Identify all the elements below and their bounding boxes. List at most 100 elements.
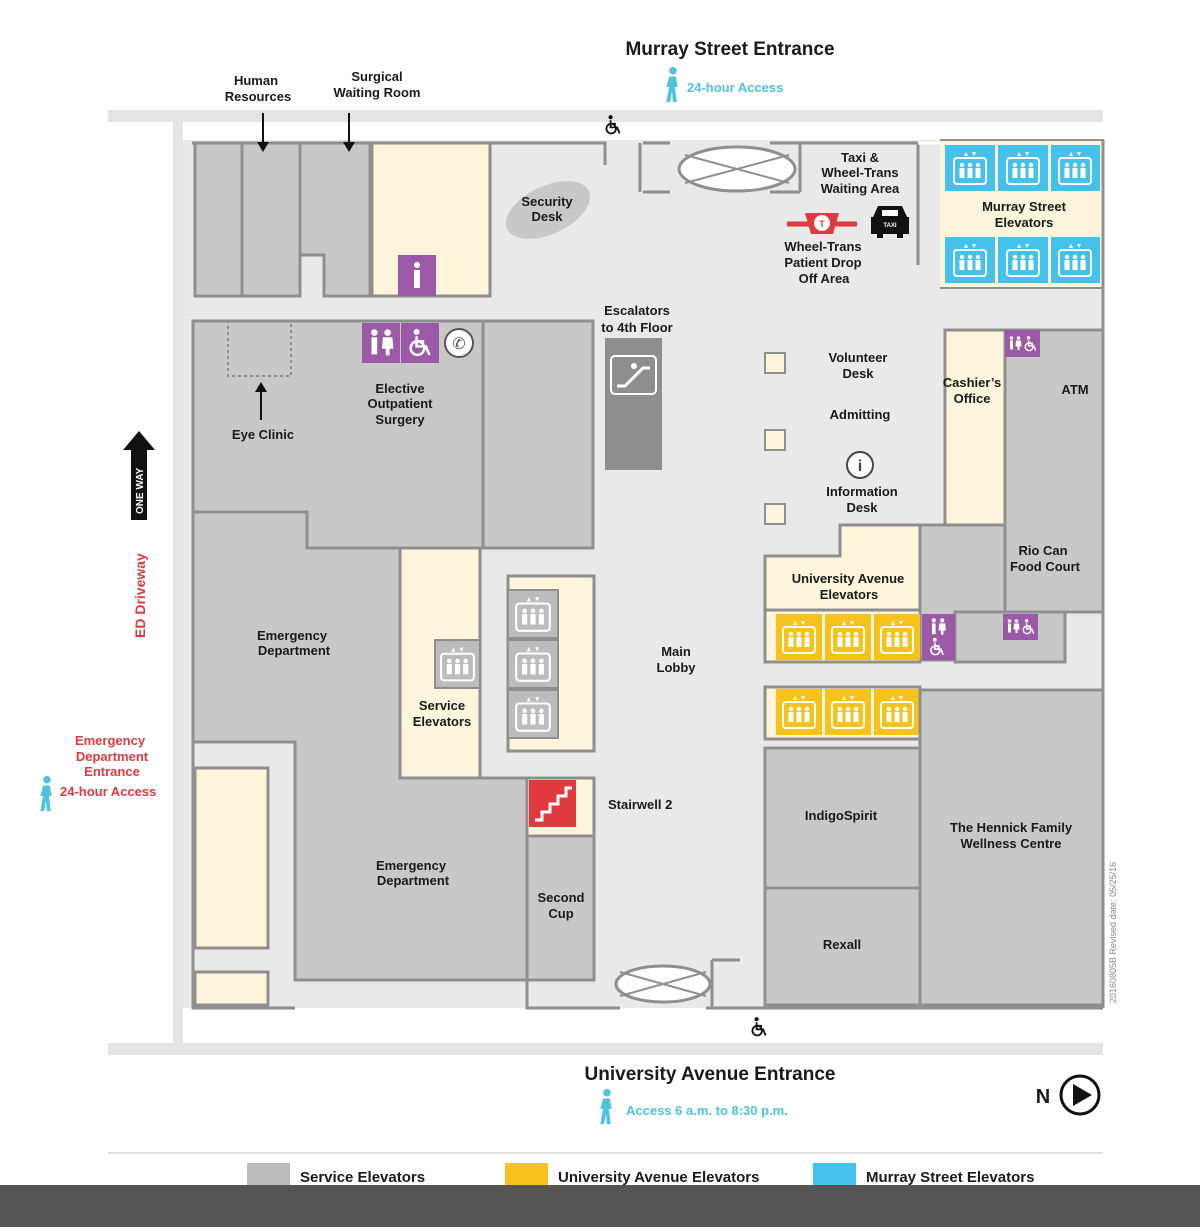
murray-elevators-label: Murray Street Elevators — [982, 199, 1066, 230]
murray-street-sidewalk — [108, 110, 1103, 122]
svg-text:Waiting Area: Waiting Area — [821, 181, 900, 196]
ed-room-cream-2 — [193, 970, 270, 1007]
svg-text:Wheel-Trans: Wheel-Trans — [784, 239, 861, 254]
svg-text:Rio Can: Rio Can — [1018, 543, 1067, 558]
indigospirit-label: IndigoSpirit — [805, 808, 878, 823]
svg-text:Volunteer: Volunteer — [829, 350, 888, 365]
legend-murray-label: Murray Street Elevators — [866, 1169, 1034, 1186]
center-service-elevators — [507, 589, 559, 739]
svg-text:Elevators: Elevators — [995, 215, 1054, 230]
emergency-dept-label-2: Emergency Department — [376, 858, 450, 888]
svg-text:Elective: Elective — [375, 381, 424, 396]
food-court-label: Rio Can Food Court — [1010, 543, 1081, 574]
cashiers-office — [943, 328, 1007, 527]
eye-clinic-label: Eye Clinic — [232, 427, 294, 442]
svg-text:Office: Office — [954, 391, 991, 406]
svg-text:i: i — [858, 458, 862, 475]
svg-text:Human: Human — [234, 73, 278, 88]
svg-text:Surgery: Surgery — [375, 412, 425, 427]
admitting-marker — [764, 429, 786, 451]
walking-person-icon-university — [600, 1088, 612, 1125]
north-label: N — [1036, 1086, 1050, 1108]
walking-person-icon-emergency — [40, 775, 52, 812]
rexall-store — [763, 886, 922, 1007]
svg-text:University Avenue: University Avenue — [792, 571, 904, 586]
svg-text:Cashier’s: Cashier’s — [943, 375, 1002, 390]
svg-text:Murray Street: Murray Street — [982, 199, 1066, 214]
murray-access: 24-hour Access — [687, 80, 783, 95]
north-wall — [192, 141, 607, 165]
murray-elevators-top — [945, 145, 1100, 191]
svg-text:Desk: Desk — [531, 209, 563, 224]
top-left-rooms — [193, 141, 372, 298]
rexall-label: Rexall — [823, 937, 861, 952]
security-desk — [505, 181, 591, 239]
legend-service-label: Service Elevators — [300, 1169, 425, 1186]
svg-text:Wellness Centre: Wellness Centre — [961, 836, 1062, 851]
svg-text:Resources: Resources — [225, 89, 291, 104]
university-elevators-top — [776, 614, 920, 660]
svg-text:ONE WAY: ONE WAY — [135, 467, 146, 514]
hennick-label: The Hennick Family Wellness Centre — [950, 820, 1073, 851]
svg-text:T: T — [819, 219, 825, 229]
elective-surgery-label: Elective Outpatient Surgery — [368, 381, 434, 427]
human-resources-label: Human Resources — [225, 73, 291, 104]
university-access: Access 6 a.m. to 8:30 p.m. — [626, 1103, 788, 1118]
svg-text:Patient Drop: Patient Drop — [784, 255, 861, 270]
escalators-label: Escalators to 4th Floor — [601, 303, 673, 335]
svg-text:Escalators: Escalators — [604, 303, 670, 318]
svg-text:✆: ✆ — [452, 336, 465, 353]
svg-text:Elevators: Elevators — [413, 714, 472, 729]
svg-text:Emergency: Emergency — [257, 628, 328, 643]
svg-text:Security: Security — [521, 194, 573, 209]
service-elevators-label: Service Elevators — [413, 698, 472, 729]
svg-text:Emergency: Emergency — [75, 733, 146, 748]
north-gap — [183, 122, 1103, 140]
surgical-waiting-label: Surgical Waiting Room — [334, 69, 421, 100]
university-elevators-label: University Avenue Elevators — [792, 571, 904, 602]
emergency-dept-label-1: Emergency Department — [257, 628, 331, 658]
svg-text:Wheel-Trans: Wheel-Trans — [821, 165, 898, 180]
svg-text:Lobby: Lobby — [657, 660, 697, 675]
volunteer-desk-marker — [764, 352, 786, 374]
svg-text:Taxi &: Taxi & — [841, 150, 879, 165]
east-gap — [1103, 122, 1113, 1043]
svg-text:Cup: Cup — [548, 906, 573, 921]
svg-text:Information: Information — [826, 484, 898, 499]
main-lobby-label: Main Lobby — [657, 644, 697, 675]
security-desk-label: Security Desk — [521, 194, 573, 224]
admitting-label: Admitting — [830, 407, 891, 422]
svg-text:Department: Department — [258, 643, 331, 658]
escalator-icon — [610, 355, 657, 395]
washroom-icon — [362, 323, 400, 363]
svg-text:Off Area: Off Area — [799, 271, 851, 286]
phone-icon — [444, 328, 474, 358]
emergency-entrance-label: Emergency Department Entrance — [75, 733, 149, 779]
legend-university-label: University Avenue Elevators — [558, 1169, 759, 1186]
bottom-bar — [0, 1185, 1200, 1227]
information-desk-label: Information Desk — [826, 484, 898, 515]
second-cup-label: Second Cup — [538, 890, 585, 921]
ttc-logo: T — [787, 213, 857, 234]
svg-text:to 4th Floor: to 4th Floor — [601, 320, 673, 335]
svg-text:Desk: Desk — [846, 500, 878, 515]
svg-text:Outpatient: Outpatient — [368, 396, 434, 411]
svg-text:Surgical: Surgical — [351, 69, 402, 84]
information-desk-marker — [764, 503, 786, 525]
murray-elevators-bottom — [945, 237, 1100, 283]
stairwell-label: Stairwell 2 — [608, 797, 672, 812]
university-elevators-bottom — [776, 689, 920, 735]
south-gap — [183, 1008, 1103, 1043]
volunteer-desk-label: Volunteer Desk — [829, 350, 888, 381]
second-cup-room — [525, 834, 596, 982]
svg-text:Service: Service — [419, 698, 465, 713]
ed-driveway-label: ED Driveway — [132, 553, 148, 638]
svg-text:Elevators: Elevators — [820, 587, 879, 602]
svg-text:Waiting Room: Waiting Room — [334, 85, 421, 100]
university-entrance-title: University Avenue Entrance — [585, 1064, 836, 1085]
murray-entrance-title: Murray Street Entrance — [625, 39, 834, 60]
svg-text:Department: Department — [76, 749, 149, 764]
one-way-sign — [123, 431, 155, 520]
atm-label: ATM — [1061, 382, 1088, 397]
